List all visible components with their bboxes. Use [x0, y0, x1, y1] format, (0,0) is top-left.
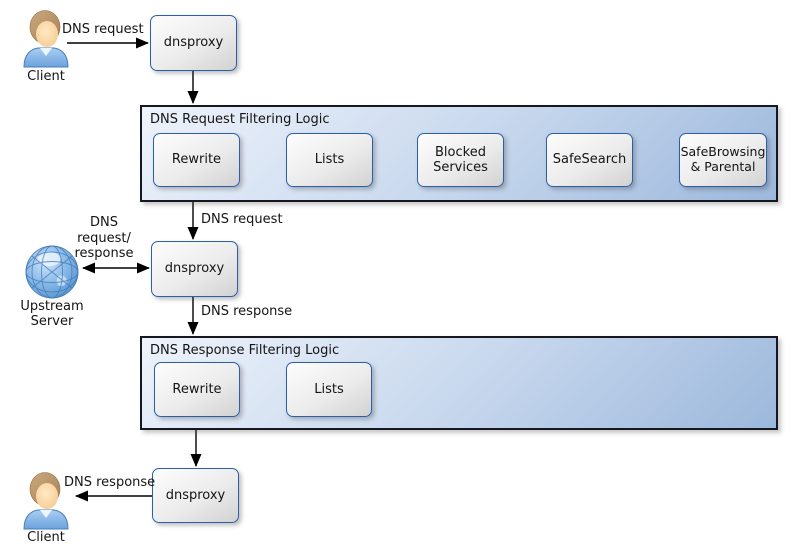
edge-label-proxy-to-response-pipeline: DNS response — [201, 304, 293, 319]
upstream-server-label: Upstream Server — [20, 299, 84, 329]
globe-icon — [25, 245, 79, 299]
response-pipeline-container: DNS Response Filtering Logic — [140, 336, 778, 430]
node-dnsproxy-middle: dnsproxy — [151, 241, 238, 297]
step-lists-response: Lists — [286, 362, 372, 417]
client-icon — [23, 472, 69, 530]
client-icon — [23, 10, 69, 68]
node-dnsproxy-bottom: dnsproxy — [152, 468, 239, 523]
request-pipeline-title: DNS Request Filtering Logic — [150, 112, 330, 127]
client-top-label: Client — [27, 69, 65, 84]
step-rewrite-response: Rewrite — [154, 362, 240, 417]
step-blocked-services: Blocked Services — [417, 133, 504, 187]
node-dnsproxy-top: dnsproxy — [150, 15, 237, 71]
step-safebrowsing-parental: SafeBrowsing & Parental — [679, 133, 767, 187]
edge-label-pipeline-to-proxy: DNS request — [201, 212, 283, 227]
step-safesearch: SafeSearch — [546, 133, 633, 187]
step-rewrite-request: Rewrite — [153, 133, 240, 187]
edge-label-proxy-to-client: DNS response — [64, 475, 156, 490]
response-pipeline-title: DNS Response Filtering Logic — [150, 343, 340, 358]
step-lists-request: Lists — [286, 133, 373, 187]
edge-label-upstream-exchange: DNS request/ response — [74, 215, 134, 261]
edge-label-client-to-proxy: DNS request — [62, 22, 144, 37]
client-bottom-label: Client — [27, 530, 65, 545]
